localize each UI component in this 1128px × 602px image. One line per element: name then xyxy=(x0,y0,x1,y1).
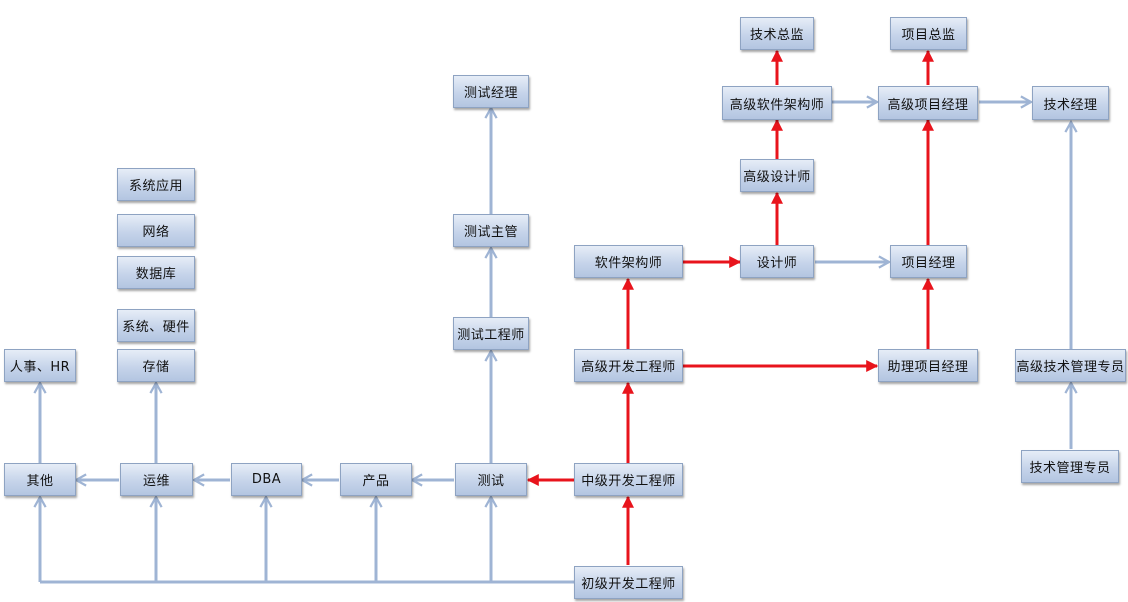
node-senior-tech-mgmt[interactable]: 高级技术管理专员 xyxy=(1015,349,1126,382)
node-senior-dev[interactable]: 高级开发工程师 xyxy=(574,349,683,382)
node-test-engineer[interactable]: 测试工程师 xyxy=(453,317,529,350)
node-system-hardware[interactable]: 系统、硬件 xyxy=(117,309,195,342)
node-tech-mgmt[interactable]: 技术管理专员 xyxy=(1021,450,1119,483)
node-architect[interactable]: 软件架构师 xyxy=(574,245,683,278)
node-tech-manager[interactable]: 技术经理 xyxy=(1032,86,1109,120)
node-other[interactable]: 其他 xyxy=(4,463,76,496)
node-senior-designer[interactable]: 高级设计师 xyxy=(740,159,814,192)
node-hr[interactable]: 人事、HR xyxy=(4,349,76,382)
node-database[interactable]: 数据库 xyxy=(117,256,195,289)
node-designer[interactable]: 设计师 xyxy=(740,245,814,278)
node-product[interactable]: 产品 xyxy=(340,463,412,496)
node-senior-project-manager[interactable]: 高级项目经理 xyxy=(878,86,978,120)
node-project-director[interactable]: 项目总监 xyxy=(890,17,967,50)
node-sys-app[interactable]: 系统应用 xyxy=(117,168,195,201)
node-storage[interactable]: 存储 xyxy=(117,349,195,382)
node-testing[interactable]: 测试 xyxy=(455,463,527,496)
node-junior-dev[interactable]: 初级开发工程师 xyxy=(574,566,683,599)
node-tech-director[interactable]: 技术总监 xyxy=(740,17,814,50)
node-test-lead[interactable]: 测试主管 xyxy=(453,214,529,247)
node-ops[interactable]: 运维 xyxy=(120,463,193,496)
node-assistant-pm[interactable]: 助理项目经理 xyxy=(878,349,978,382)
node-test-manager[interactable]: 测试经理 xyxy=(453,75,529,108)
node-project-manager[interactable]: 项目经理 xyxy=(890,245,967,278)
node-mid-dev[interactable]: 中级开发工程师 xyxy=(574,463,683,496)
node-dba[interactable]: DBA xyxy=(231,463,302,496)
node-senior-architect[interactable]: 高级软件架构师 xyxy=(722,86,832,120)
node-network[interactable]: 网络 xyxy=(117,214,195,247)
